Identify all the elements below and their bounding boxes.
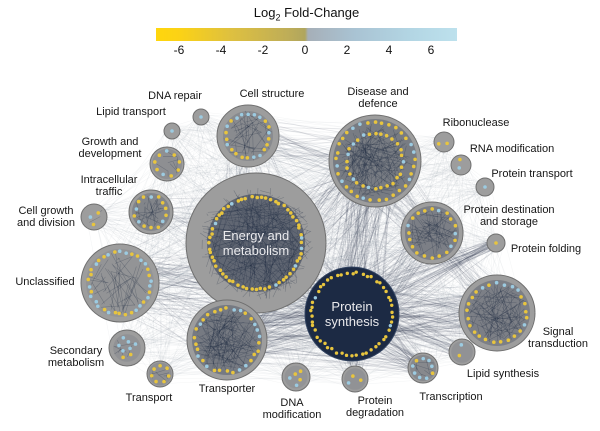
label-line: Protein — [331, 299, 373, 314]
label-line: development — [78, 148, 142, 160]
label-line: transduction — [528, 338, 588, 350]
label-line: Intracellular — [80, 174, 138, 186]
colorbar-title-subscript: 2 — [275, 12, 281, 23]
label-line: Growth and — [81, 136, 139, 148]
label-line: metabolism — [222, 243, 290, 258]
cluster-label-protein-transport: Protein transport — [491, 168, 572, 180]
cluster-label-protein-folding: Protein folding — [511, 243, 581, 255]
label-line: metabolism — [47, 357, 105, 369]
label-line: Signal — [542, 326, 574, 338]
label-line: Ribonuclease — [442, 117, 510, 129]
label-line: traffic — [95, 186, 123, 198]
label-line: DNA repair — [148, 90, 202, 102]
label-line: Transcription — [419, 391, 483, 403]
colorbar-title-prefix: Log — [253, 5, 276, 20]
label-line: degradation — [345, 407, 405, 419]
label-line: Protein transport — [491, 168, 573, 180]
label-line: Energy and — [222, 228, 290, 243]
label-line: Protein destination — [463, 204, 555, 216]
label-line: Cell structure — [239, 88, 305, 100]
cluster-label-unclassified: Unclassified — [15, 276, 74, 288]
label-line: Lipid transport — [96, 106, 166, 118]
colorbar-tick--2: -2 — [257, 43, 269, 57]
label-line: Disease and — [347, 86, 409, 98]
label-line: and division — [16, 217, 76, 229]
label-line: Protein — [357, 395, 393, 407]
colorbar-tick-2: 2 — [343, 43, 351, 57]
cluster-label-rna-modification: RNA modification — [470, 143, 554, 155]
label-line: Cell growth — [18, 205, 74, 217]
colorbar-title-suffix: Fold-Change — [280, 5, 360, 20]
cluster-label-transcription: Transcription — [419, 391, 482, 403]
cluster-label-cell-structure: Cell structure — [240, 88, 305, 100]
colorbar-tick-4: 4 — [385, 43, 393, 57]
label-line: Lipid synthesis — [466, 368, 540, 380]
label-line: Protein folding — [510, 243, 582, 255]
label-line: synthesis — [324, 314, 380, 329]
label-line: and storage — [479, 216, 539, 228]
colorbar-tick-0: 0 — [301, 43, 309, 57]
colorbar-tick--6: -6 — [173, 43, 185, 57]
label-line: Unclassified — [15, 276, 75, 288]
label-line: defence — [358, 98, 398, 110]
label-line: Transporter — [198, 383, 256, 395]
label-line: RNA modification — [469, 143, 555, 155]
cluster-label-transport: Transport — [126, 392, 173, 404]
label-line: modification — [262, 409, 322, 421]
cluster-label-lipid-synthesis: Lipid synthesis — [467, 368, 539, 380]
colorbar-gradient — [156, 28, 457, 41]
colorbar-tick--4: -4 — [215, 43, 227, 57]
colorbar-tick-6: 6 — [427, 43, 435, 57]
cluster-label-dna-repair: DNA repair — [148, 90, 202, 102]
colorbar-title: Log2 Fold-Change — [254, 5, 360, 23]
cluster-label-ribonuclease: Ribonuclease — [443, 117, 510, 129]
cluster-label-transporter: Transporter — [199, 383, 255, 395]
label-line: DNA — [280, 397, 304, 409]
cluster-label-lipid-transport: Lipid transport — [96, 106, 166, 118]
label-line: Secondary — [49, 345, 103, 357]
label-line: Transport — [125, 392, 173, 404]
